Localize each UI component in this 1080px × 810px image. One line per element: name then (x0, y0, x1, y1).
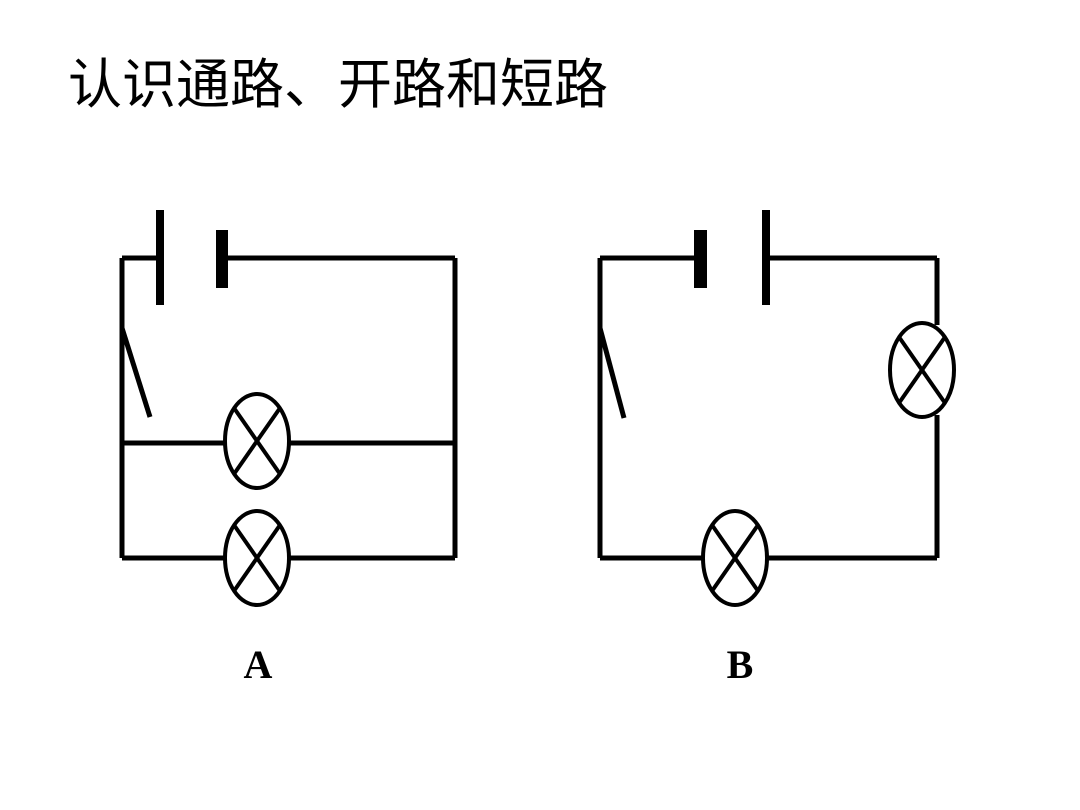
battery-a-short-terminal (216, 230, 228, 288)
lamp-a-lower (223, 509, 291, 607)
lamp-b-bottom-filament-2 (710, 523, 760, 593)
battery-a-long-terminal (156, 210, 164, 305)
circuit-a-label: A (244, 642, 273, 687)
battery-b-short-terminal (694, 230, 707, 288)
lamp-b-right-filament-2 (897, 335, 947, 405)
battery-a (156, 210, 228, 305)
battery-b (694, 210, 770, 305)
switch-a-lever[interactable] (119, 327, 153, 418)
lamp-a-lower-filament-2 (232, 523, 282, 593)
circuit-b: B (597, 210, 956, 687)
circuit-a: A (119, 210, 458, 687)
lamp-b-bottom (701, 509, 769, 607)
page-title: 认识通路、开路和短路 (68, 55, 608, 115)
lamp-a-upper-filament-2 (232, 406, 282, 476)
circuit-diagrams-area: A (0, 170, 1080, 710)
switch-b-lever[interactable] (597, 327, 627, 419)
circuit-diagrams-svg: A (119, 210, 956, 687)
lamp-a-upper (223, 392, 291, 490)
battery-b-long-terminal (762, 210, 770, 305)
lamp-b-right (888, 321, 956, 419)
circuit-b-label: B (727, 642, 754, 687)
